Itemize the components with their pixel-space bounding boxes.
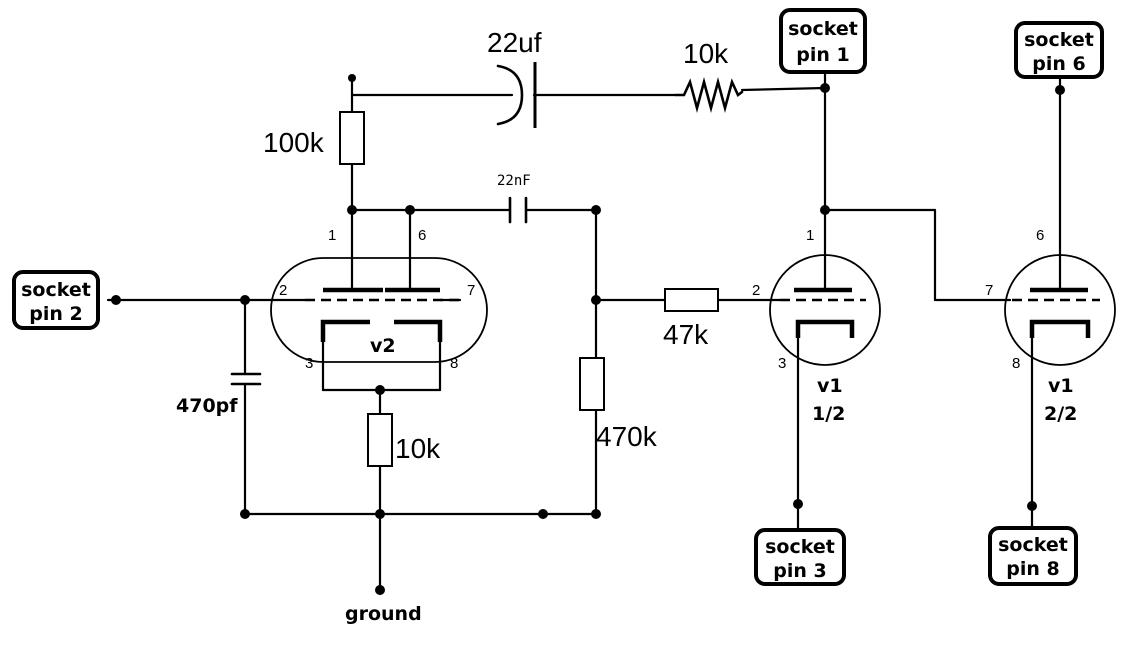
label-v2: v2 [370, 335, 396, 357]
pin-v2-1: 1 [328, 227, 336, 244]
svg-text:socket: socket [21, 279, 91, 301]
pin-v2-6: 6 [418, 227, 426, 244]
tube-v2 [270, 257, 488, 363]
label-10k-series: 10k [683, 38, 729, 69]
label-22nf: 22nF [497, 173, 531, 189]
junction-dots [111, 74, 1065, 595]
label-v1a: v1 [817, 375, 843, 397]
label-v1a-half: 1/2 [812, 403, 845, 425]
pin-v1a-1: 1 [806, 227, 814, 244]
svg-text:pin 8: pin 8 [1006, 558, 1059, 580]
pin-v1b-8: 8 [1012, 355, 1020, 372]
label-47k: 47k [663, 319, 709, 350]
pin-v2-8: 8 [450, 355, 458, 372]
pin-v1a-3: 3 [778, 355, 786, 372]
wires [106, 70, 1062, 592]
label-470k: 470k [596, 421, 658, 452]
capacitor-22nf [508, 196, 528, 224]
resistor-100k [339, 111, 365, 165]
tube-v1-half-1 [769, 254, 881, 366]
tube-v1-half-2 [1004, 254, 1116, 366]
label-10k-cathode: 10k [395, 433, 441, 464]
socket-pin-8: socket pin 8 [988, 526, 1078, 586]
socket-pin-6: socket pin 6 [1014, 21, 1104, 79]
label-ground: ground [345, 603, 422, 625]
socket-pin-3: socket pin 3 [754, 528, 846, 586]
resistor-470k [579, 357, 605, 411]
label-22uf: 22uf [487, 27, 542, 58]
label-v1b: v1 [1048, 375, 1074, 397]
svg-text:pin 2: pin 2 [29, 303, 82, 325]
svg-text:socket: socket [765, 536, 835, 558]
pin-v2-3: 3 [305, 355, 313, 372]
svg-text:socket: socket [1024, 29, 1094, 51]
pin-v2-2: 2 [279, 282, 287, 299]
resistor-10k-cathode [367, 413, 393, 467]
svg-text:pin 3: pin 3 [773, 560, 826, 582]
pin-v1b-7: 7 [985, 282, 993, 299]
pin-v1a-2: 2 [752, 282, 760, 299]
svg-text:socket: socket [998, 534, 1068, 556]
resistor-47k [664, 288, 719, 312]
svg-text:pin 6: pin 6 [1032, 53, 1085, 75]
svg-text:socket: socket [788, 18, 858, 40]
pin-v1b-6: 6 [1036, 227, 1044, 244]
label-470pf: 470pf [176, 395, 238, 417]
resistor-10k-series [674, 76, 744, 114]
capacitor-470pf [230, 372, 262, 386]
label-v1b-half: 2/2 [1044, 403, 1077, 425]
svg-text:pin 1: pin 1 [796, 44, 849, 66]
pin-v2-7: 7 [467, 282, 475, 299]
capacitor-22uf [496, 62, 537, 128]
socket-pin-2: socket pin 2 [12, 270, 100, 330]
socket-pin-1: socket pin 1 [779, 8, 867, 74]
label-100k: 100k [263, 127, 325, 158]
